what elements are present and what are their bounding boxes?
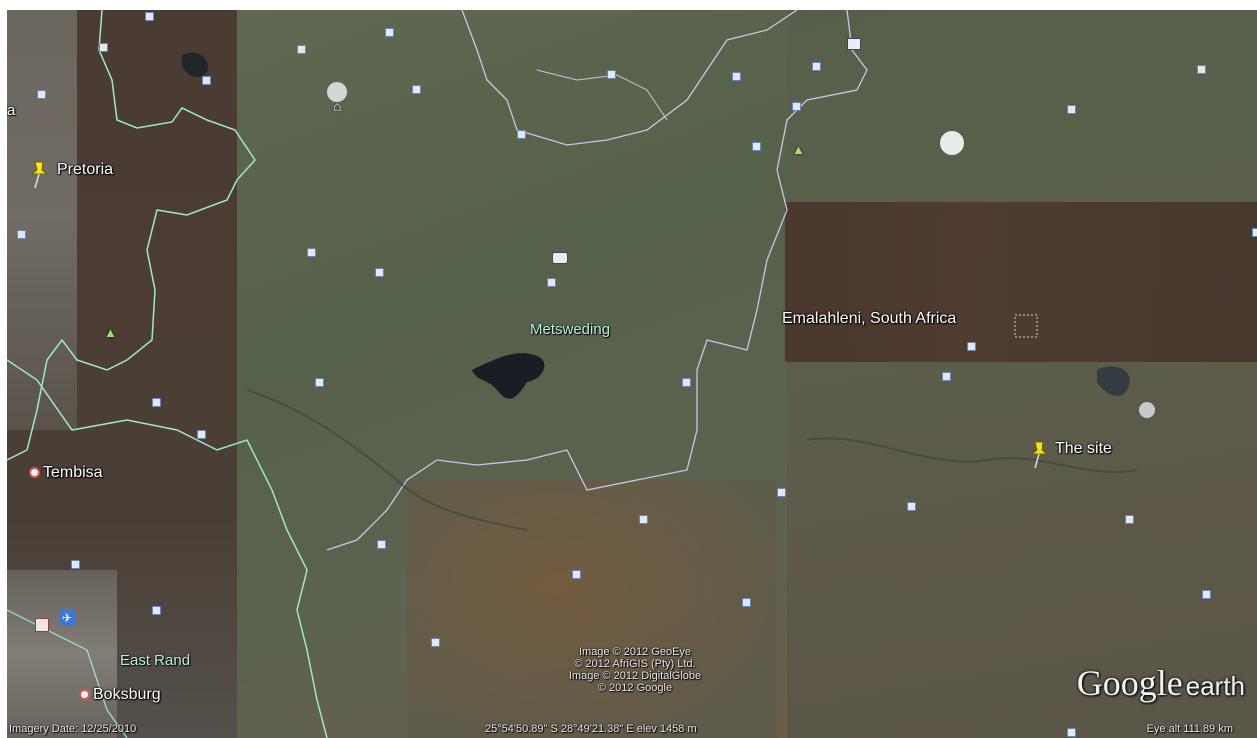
poi-marker[interactable] [297, 45, 306, 54]
poi-marker[interactable] [71, 560, 80, 569]
attribution-line: Image © 2012 GeoEye [578, 646, 692, 658]
poi-marker[interactable] [639, 515, 648, 524]
poi-marker[interactable] [152, 398, 161, 407]
poi-marker[interactable] [37, 90, 46, 99]
cloud-spot [327, 82, 347, 102]
imagery-attribution: Image © 2012 GeoEye © 2012 AfriGIS (Pty)… [540, 646, 730, 694]
airport-icon[interactable]: ✈ [59, 610, 75, 626]
region-label-metsweding[interactable]: Metsweding [530, 321, 611, 338]
poi-marker[interactable] [1252, 228, 1257, 237]
poi-marker[interactable] [1202, 590, 1211, 599]
poi-marker[interactable] [792, 102, 801, 111]
poi-marker[interactable] [152, 606, 161, 615]
poi-marker[interactable] [517, 130, 526, 139]
dam-water [1097, 366, 1130, 396]
poi-marker[interactable] [99, 43, 108, 52]
municipal-boundary [326, 10, 868, 551]
poi-marker[interactable] [732, 72, 741, 81]
car-icon[interactable] [552, 252, 568, 264]
city-marker-icon [29, 467, 40, 479]
poi-marker[interactable] [1067, 105, 1076, 114]
province-border [7, 609, 128, 738]
poi-marker[interactable] [777, 488, 786, 497]
map-overlay [7, 10, 1155, 738]
imagery-date: Imagery Date: 12/25/2010 [9, 723, 137, 735]
cursor-coordinates: 25°54'50.89" S 28°49'21.38" E elev 1458 … [485, 723, 697, 735]
poi-marker[interactable] [682, 378, 691, 387]
poi-marker[interactable] [17, 230, 26, 239]
river [806, 437, 1138, 474]
place-label-boksburg[interactable]: Boksburg [79, 686, 161, 704]
municipal-boundary [461, 10, 798, 146]
poi-marker[interactable] [1125, 515, 1134, 524]
place-label-the-site[interactable]: The site [1055, 440, 1112, 457]
poi-marker[interactable] [967, 342, 976, 351]
imagery-tile-southwest-urban [7, 570, 117, 738]
bus-icon[interactable] [847, 38, 861, 50]
dam-water [182, 52, 208, 78]
tembisa-text: Tembisa [43, 464, 103, 481]
imagery-tile-south [407, 480, 777, 738]
province-border [7, 359, 328, 738]
pushpin-icon[interactable] [29, 160, 51, 190]
logo-earth-text: earth [1185, 671, 1245, 701]
poi-marker[interactable] [431, 638, 440, 647]
eye-altitude: Eye alt 111.89 km [1146, 723, 1233, 735]
map-view[interactable]: ⌂ ▲ ▲ ✈ a Pretoria Tembisa Boksburg East… [7, 10, 1257, 738]
poi-marker[interactable] [202, 76, 211, 85]
region-label-east-rand[interactable]: East Rand [120, 652, 191, 669]
poi-marker[interactable] [942, 372, 951, 381]
poi-marker[interactable] [812, 62, 821, 71]
poi-marker[interactable] [412, 85, 421, 94]
place-label-tembisa[interactable]: Tembisa [29, 464, 103, 482]
poi-marker[interactable] [377, 540, 386, 549]
municipal-boundary [536, 69, 668, 121]
cloud-spot [940, 131, 964, 155]
poi-marker[interactable] [752, 142, 761, 151]
status-bar: Imagery Date: 12/25/2010 25°54'50.89" S … [7, 721, 1257, 738]
map-marker-icon[interactable] [35, 618, 49, 632]
imagery-tile-pretoria-city [7, 10, 77, 430]
attribution-line: Image © 2012 DigitalGlobe [568, 670, 702, 682]
poi-marker[interactable] [1197, 65, 1206, 74]
imagery-tile-east [787, 10, 1257, 738]
poi-marker[interactable] [742, 598, 751, 607]
landmark-icon[interactable]: ⌂ [333, 98, 342, 114]
attribution-line: © 2012 AfriGIS (Pty) Ltd. [574, 658, 696, 670]
city-marker-icon [79, 689, 90, 701]
logo-google-text: Google [1076, 663, 1183, 703]
poi-marker[interactable] [385, 28, 394, 37]
poi-marker[interactable] [1067, 728, 1076, 737]
cloud-spot [1139, 402, 1155, 418]
tree-icon[interactable]: ▲ [104, 325, 117, 340]
poi-marker[interactable] [197, 430, 206, 439]
poi-marker[interactable] [907, 502, 916, 511]
poi-marker[interactable] [145, 12, 154, 21]
tree-icon[interactable]: ▲ [792, 142, 805, 157]
pushpin-icon[interactable] [1029, 440, 1051, 470]
poi-marker[interactable] [572, 570, 581, 579]
attribution-line: © 2012 Google [597, 682, 673, 694]
boksburg-text: Boksburg [93, 686, 161, 703]
dam-water [472, 353, 545, 399]
poi-marker[interactable] [307, 248, 316, 257]
poi-marker[interactable] [607, 70, 616, 79]
river [246, 389, 528, 531]
selection-box [1014, 314, 1038, 338]
poi-marker[interactable] [315, 378, 324, 387]
place-label-pretoria[interactable]: Pretoria [57, 161, 114, 178]
province-border [7, 10, 256, 461]
poi-marker[interactable] [375, 268, 384, 277]
poi-marker[interactable] [547, 278, 556, 287]
place-label-emalahleni[interactable]: Emalahleni, South Africa [782, 310, 957, 327]
place-label-edge[interactable]: a [7, 102, 16, 119]
imagery-tile-emalahleni [785, 202, 1257, 362]
